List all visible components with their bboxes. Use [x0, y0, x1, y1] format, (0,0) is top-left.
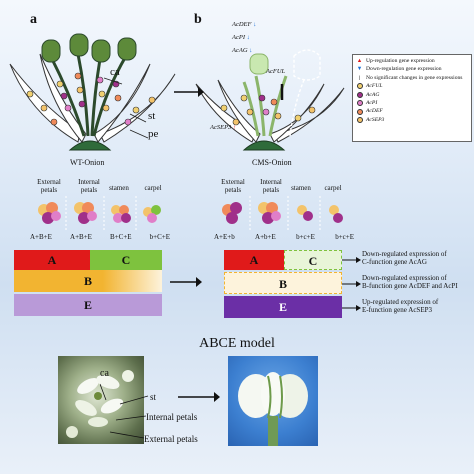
complex-internal [74, 202, 97, 224]
cms-flower-photo [228, 356, 318, 446]
panel-letter-b: b [194, 12, 202, 27]
right-whorl-external: External petals [221, 178, 245, 194]
wt-label-ca: ca [110, 66, 120, 78]
down-arrow-icon: ↓ [246, 34, 250, 41]
annotation-arrows [342, 257, 361, 311]
left-whorl-stamen: stamen [109, 184, 129, 192]
arrow-icon [342, 305, 361, 311]
left-whorl-internal: Internal petals [78, 178, 100, 194]
left-whorl-carpel: carpel [144, 184, 162, 192]
down-arrow-icon: ↓ [249, 47, 253, 54]
gene-dot-icon [356, 83, 363, 90]
wt-receptacle [68, 140, 112, 151]
right-whorl-stamen: stamen [291, 184, 311, 192]
gene-down-acdef: AcDEF ↓ [232, 21, 257, 28]
wt-expression-dots [26, 72, 156, 126]
right-box-b: B [224, 272, 342, 294]
right-box-e: E [224, 296, 342, 318]
photo-label-external: External petals [144, 434, 198, 444]
down-arrow-icon: ↓ [253, 21, 257, 28]
model-caption: ABCE model [199, 336, 275, 351]
cms-expression-dots [220, 94, 316, 126]
annotation-c: Down-regulated expression of C-function … [362, 250, 447, 266]
left-box-c: C [90, 250, 162, 270]
wt-caption: WT-Onion [70, 158, 105, 167]
left-formulas: A+B+E A+B+E B+C+E b+C+E [30, 233, 170, 241]
up-arrow-icon: ↑ [232, 124, 237, 131]
legend-gene-3: AcDEF [355, 107, 471, 115]
legend-gene-2: AcPI [355, 99, 471, 107]
right-box-c: C [284, 250, 342, 270]
legend-up: ▲Up-regulation gene expression [356, 58, 435, 64]
complex-stamen [297, 205, 313, 221]
gene-acsep3: AcSEP3 ↑ [210, 124, 237, 131]
model-arrow-icon [170, 277, 202, 287]
annotation-e: Up-regulated expression of E-function ge… [362, 298, 439, 314]
left-whorl-external: External petals [37, 178, 61, 194]
photo-label-internal: Internal petals [146, 412, 198, 422]
photo-label-st: st [150, 392, 157, 402]
complex-external [222, 202, 242, 224]
cms-petals [195, 79, 345, 143]
down-arrow-icon: ▼ [356, 66, 363, 73]
photo-leader-lines [100, 383, 149, 439]
legend: ▲Up-regulation gene expression ▼Down-reg… [352, 54, 472, 142]
legend-gene-1: AcAG [355, 91, 471, 99]
gene-dot-icon [356, 108, 363, 115]
gene-acful: AcFUL [266, 68, 286, 75]
complex-stamen [111, 205, 131, 223]
right-whorl-carpel: carpel [324, 184, 342, 192]
gene-dot-icon [356, 100, 363, 107]
right-whorl-internal: Internal petals [260, 178, 282, 194]
legend-none: |No significant changes in gene expressi… [355, 74, 471, 82]
wt-to-cms-arrow-icon [174, 87, 204, 97]
left-box-a: A [14, 250, 90, 270]
right-box-a: A [224, 250, 284, 270]
complex-carpel [329, 205, 343, 223]
complex-carpel [143, 205, 161, 223]
wt-photo-art [66, 370, 134, 438]
wt-label-pe: pe [148, 128, 159, 140]
gene-down-acag: AcAG ↓ [232, 47, 253, 54]
bar-icon: | [358, 74, 361, 81]
left-protein-complexes [38, 196, 161, 230]
arrow-icon [342, 281, 361, 287]
up-arrow-icon: ▲ [356, 58, 363, 64]
legend-gene-0: AcFUL [355, 82, 471, 90]
cms-photo-art [238, 372, 308, 446]
complex-internal [258, 202, 281, 224]
arrow-icon [342, 257, 361, 263]
gene-down-acpi: AcPI ↓ [232, 34, 250, 41]
right-formulas: A+E+b A+b+E b+c+E b+c+E [214, 233, 354, 241]
photo-arrow-icon [178, 392, 220, 402]
wt-flower-diagram [9, 33, 176, 151]
annotation-b: Down-regulated expression of B-function … [362, 274, 458, 290]
panel-letter-a: a [30, 12, 37, 27]
gene-dot-icon [356, 91, 363, 98]
cms-receptacle [242, 140, 286, 151]
wt-label-st: st [148, 110, 156, 122]
right-protein-complexes [222, 196, 343, 230]
cms-stamens [242, 49, 321, 137]
complex-external [38, 202, 61, 224]
left-box-e: E [14, 294, 162, 316]
wt-stamens [41, 33, 137, 137]
left-box-b: B [14, 270, 162, 292]
legend-gene-4: AcSEP3 [355, 116, 471, 124]
cms-caption: CMS-Onion [252, 158, 292, 167]
wt-flower-photo [58, 356, 144, 444]
photo-label-ca: ca [100, 368, 109, 379]
cms-down-genes: AcDEF ↓ AcPI ↓ AcAG ↓ [232, 18, 256, 57]
legend-down: ▼Down-regulation gene expression [356, 66, 442, 73]
cms-flower-diagram [195, 49, 345, 151]
gene-dot-icon [356, 117, 363, 124]
